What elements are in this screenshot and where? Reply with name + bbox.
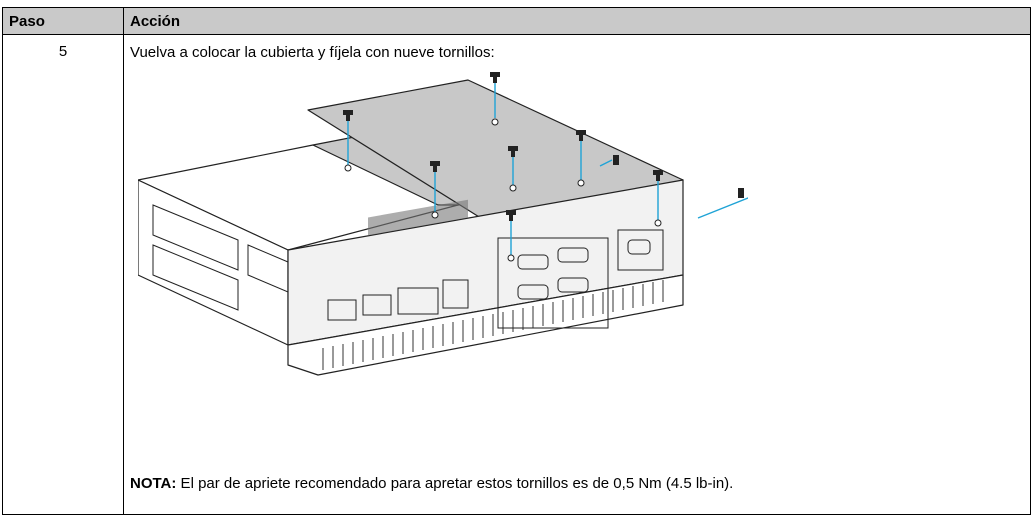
- note-label: NOTA:: [130, 475, 177, 492]
- controller-cover-screws-illustration: [138, 72, 748, 376]
- note: NOTA: El par de apriete recomendado para…: [130, 475, 733, 492]
- header-step: Paso: [2, 7, 124, 35]
- note-text: El par de apriete recomendado para apret…: [176, 475, 734, 492]
- table-row: 5 Vuelva a colocar la cubierta y fíjela …: [2, 34, 1031, 515]
- step-instruction: Vuelva a colocar la cubierta y fíjela co…: [130, 44, 495, 61]
- header-action: Acción: [123, 7, 1031, 35]
- step-action-cell: Vuelva a colocar la cubierta y fíjela co…: [123, 34, 1031, 515]
- steps-table: Paso Acción 5 Vuelva a colocar la cubier…: [2, 7, 1031, 515]
- table-header-row: Paso Acción: [2, 7, 1031, 35]
- step-number: 5: [2, 34, 124, 515]
